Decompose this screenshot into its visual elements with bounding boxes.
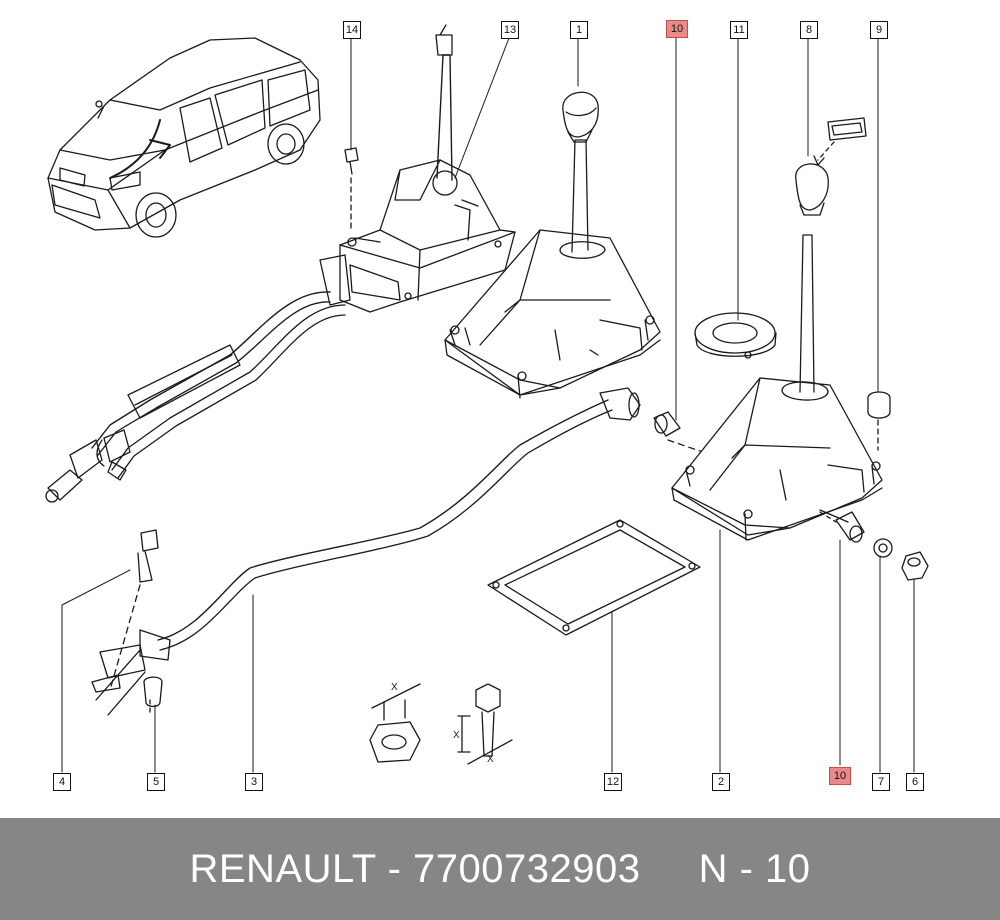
bolt-10-bottom [819, 511, 865, 543]
torque-x-label-nut: X [391, 682, 398, 693]
callout-12: 12 [604, 773, 622, 791]
shifter-assembly-1 [444, 91, 661, 399]
gasket-12 [487, 519, 701, 636]
washer-7 [873, 538, 893, 558]
callout-1: 1 [570, 21, 588, 39]
callout-9: 9 [870, 21, 888, 39]
callout-11: 11 [730, 21, 748, 39]
callout-2: 2 [712, 773, 730, 791]
leader-lines [61, 37, 915, 773]
gear-cable-assembly [45, 291, 346, 503]
exploded-parts-diagram: X X X 14 13 1 10 11 8 9 4 5 3 12 2 10 7 … [45, 20, 929, 791]
callout-14: 14 [343, 21, 361, 39]
shifter-assembly-2 [671, 163, 883, 541]
torque-x-label-bolt: X [453, 730, 460, 741]
linkage-rod-3 [91, 387, 641, 716]
lever-housing-13 [319, 24, 516, 313]
car-illustration [47, 37, 321, 238]
callout-3: 3 [245, 773, 263, 791]
callout-7: 7 [872, 773, 890, 791]
part-info-footer: RENAULT - 7700732903 N - 10 [0, 818, 1000, 920]
callout-13: 13 [501, 21, 519, 39]
nut-6 [901, 551, 929, 581]
diagram-drawing: X X X [45, 24, 929, 773]
torque-symbol-nut [369, 683, 421, 763]
boot-ring-11 [694, 312, 777, 359]
callout-5: 5 [147, 773, 165, 791]
part-number-caption: RENAULT - 7700732903 N - 10 [189, 847, 811, 891]
cap-9 [867, 391, 891, 451]
bolt-4 [109, 529, 159, 691]
callout-6: 6 [906, 773, 924, 791]
torque-x-label-bolt-2: X [487, 754, 494, 765]
callout-10-bottom-highlighted: 10 [829, 767, 851, 785]
callout-8: 8 [800, 21, 818, 39]
sleeve-5 [143, 676, 163, 716]
torque-symbol-bolt [457, 683, 513, 765]
bolt-14 [344, 147, 359, 233]
knob-label-sticker [813, 117, 867, 166]
callout-4: 4 [53, 773, 71, 791]
callout-10-top-highlighted: 10 [666, 20, 688, 38]
